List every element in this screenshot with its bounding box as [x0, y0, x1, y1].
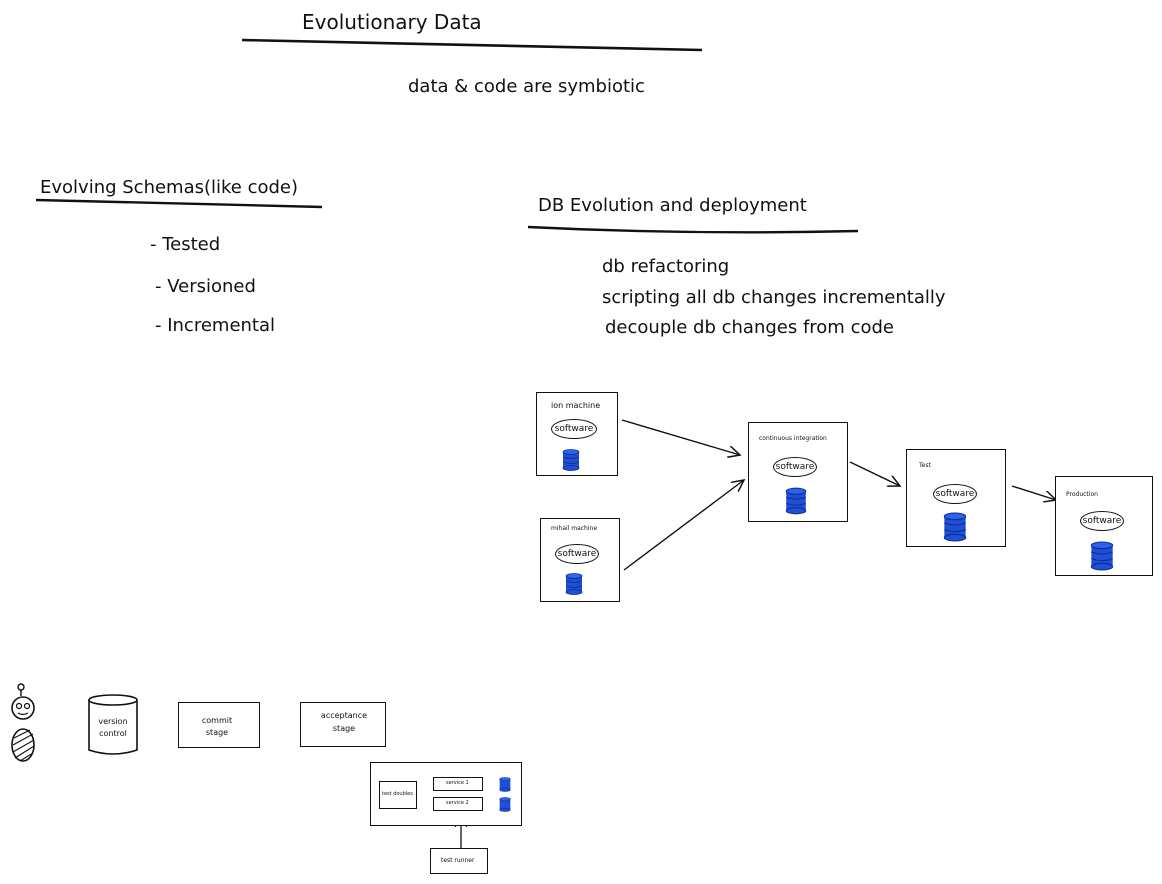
right-item-scripting: scripting all db changes incrementally	[602, 287, 946, 308]
left-section-heading: Evolving Schemas(like code)	[40, 177, 299, 198]
arrow-ci-to-test	[849, 461, 900, 486]
database-icon	[565, 573, 583, 595]
service2-box: service 2	[433, 797, 483, 811]
arrow-mihail-to-ci	[623, 480, 744, 571]
version-control-cylinder	[88, 694, 138, 755]
mihail-machine-label: mihail machine	[551, 525, 598, 532]
database-icon	[562, 449, 580, 471]
version-control-label: version control	[88, 716, 138, 740]
test-software-label: software	[935, 489, 975, 499]
ion-software-ellipse: software	[551, 419, 597, 439]
left-heading-underline	[35, 198, 323, 209]
robot-figure-icon	[11, 683, 35, 762]
acceptance-stage-text: acceptance stage	[320, 711, 368, 733]
service2-label: service 2	[446, 800, 469, 806]
right-heading-underline	[527, 225, 859, 234]
mihail-software-label: software	[557, 549, 597, 559]
test-env-label: Test	[919, 462, 931, 469]
production-software-ellipse: software	[1080, 511, 1124, 531]
service1-box: service 1	[433, 777, 483, 791]
page-subtitle: data & code are symbiotic	[408, 76, 645, 97]
test-software-ellipse: software	[933, 484, 977, 504]
ci-software-ellipse: software	[773, 457, 817, 477]
acceptance-env-box: test doubles service 1 service 2	[370, 762, 522, 826]
title-underline	[241, 38, 703, 52]
database-icon	[785, 487, 807, 515]
arrow-ion-to-ci	[621, 419, 740, 455]
ci-box: continuous integration software	[748, 422, 848, 522]
test-runner-label: test runner	[441, 857, 475, 864]
test-env-box: Test software	[906, 449, 1006, 547]
arrow-test-to-production	[1011, 485, 1056, 500]
mihail-software-ellipse: software	[555, 544, 599, 564]
right-item-decouple: decouple db changes from code	[605, 317, 894, 338]
left-item-tested: - Tested	[150, 234, 221, 255]
acceptance-stage-label: acceptance stage	[309, 709, 379, 735]
service1-label: service 1	[446, 780, 469, 786]
page-title: Evolutionary Data	[302, 10, 482, 34]
database-icon	[499, 797, 511, 812]
database-icon	[1090, 541, 1114, 571]
production-software-label: software	[1082, 516, 1122, 526]
version-control-text: version control	[98, 717, 128, 738]
commit-stage-box: commit stage	[178, 702, 260, 748]
ion-software-label: software	[554, 424, 594, 434]
test-doubles-label: test doubles	[382, 791, 413, 797]
commit-stage-label: commit stage	[195, 715, 239, 739]
test-doubles-box: test doubles	[379, 781, 417, 809]
ci-label: continuous integration	[759, 435, 827, 442]
ion-machine-label: ion machine	[551, 401, 601, 410]
mihail-machine-box: mihail machine software	[540, 518, 620, 602]
ion-machine-box: ion machine software	[536, 392, 618, 476]
database-icon	[943, 512, 967, 542]
right-item-refactoring: db refactoring	[602, 256, 730, 277]
left-item-versioned: - Versioned	[155, 276, 256, 297]
right-section-heading: DB Evolution and deployment	[538, 195, 807, 216]
acceptance-stage-box: acceptance stage	[300, 702, 386, 747]
test-runner-box: test runner	[430, 848, 488, 874]
database-icon	[499, 777, 511, 792]
production-box: Production software	[1055, 476, 1153, 576]
commit-stage-text: commit stage	[201, 716, 233, 737]
left-item-incremental: - Incremental	[155, 315, 276, 336]
ci-software-label: software	[775, 462, 815, 472]
production-label: Production	[1066, 491, 1098, 498]
